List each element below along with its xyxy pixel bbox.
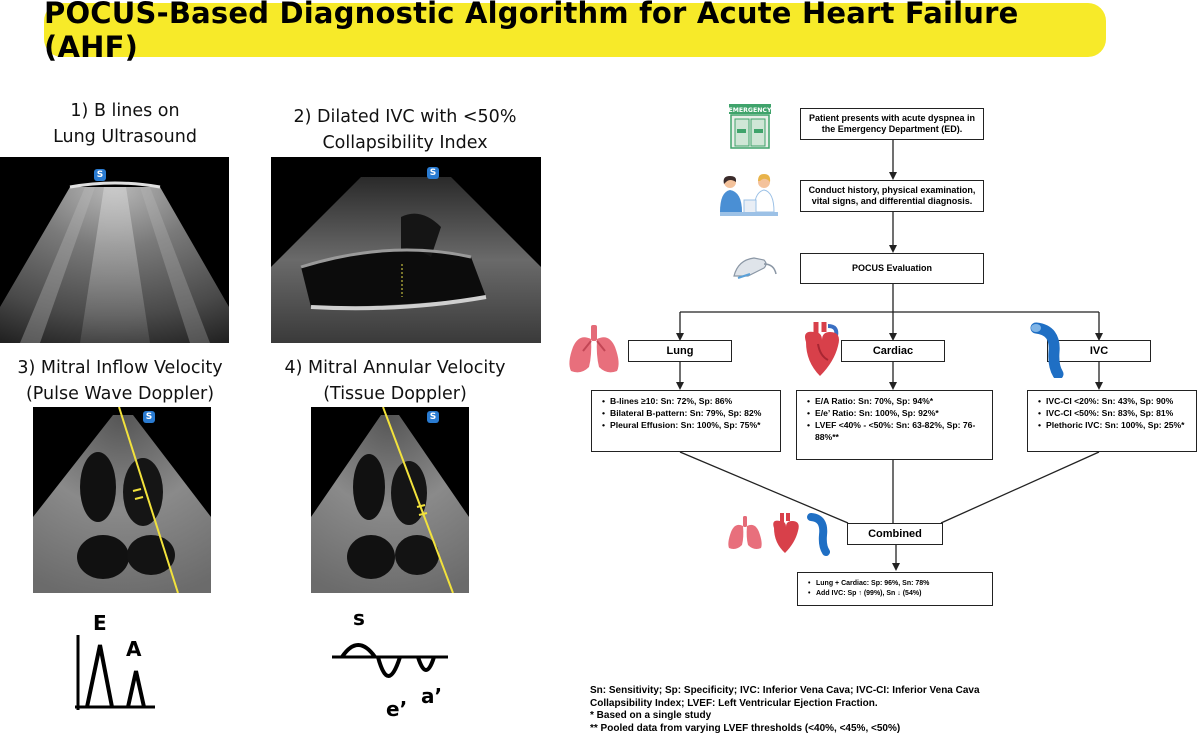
peak-a-prime-label: a’ (421, 684, 443, 708)
branch-lung: Lung (628, 340, 732, 362)
tissue-doppler-waveform (330, 625, 450, 695)
combined-evidence-box: Lung + Cardiac: Sp: 96%, Sn: 78% Add IVC… (797, 572, 993, 606)
combined-heart-icon (770, 512, 802, 554)
abbreviations-note: Sn: Sensitivity; Sp: Specificity; IVC: I… (590, 685, 980, 709)
title-banner: POCUS-Based Diagnostic Algorithm for Acu… (44, 0, 1106, 64)
mitral-inflow-echo-image: S (33, 407, 211, 593)
heart-icon (800, 320, 842, 378)
emergency-sign-text: EMERGENCY (729, 107, 772, 114)
mitral-inflow-waveform (70, 625, 155, 715)
emergency-door-icon: EMERGENCY (728, 103, 772, 149)
branch-ivc: IVC (1047, 340, 1151, 362)
page-title: POCUS-Based Diagnostic Algorithm for Acu… (44, 0, 1019, 64)
probe-logo-icon: S (427, 411, 439, 423)
combined-evidence-item: Lung + Cardiac: Sp: 96%, Sn: 78% (808, 579, 986, 589)
peak-e-prime-label: e’ (386, 697, 408, 721)
panel-label-line: 2) Dilated IVC with <50% (293, 107, 517, 127)
combined-ivc-icon (806, 512, 832, 556)
lung-evidence-item: B-lines ≥10: Sn: 72%, Sp: 86% (602, 395, 774, 407)
probe-logo-icon: S (427, 167, 439, 179)
lung-evidence-item: Pleural Effusion: Sn: 100%, Sp: 75%* (602, 419, 774, 431)
combined-box: Combined (847, 523, 943, 545)
peak-s-label: s (353, 606, 365, 630)
step-history-exam: Conduct history, physical examination, v… (800, 180, 984, 212)
lung-evidence-item: Bilateral B-pattern: Sn: 79%, Sp: 82% (602, 407, 774, 419)
ivc-evidence-item: Plethoric IVC: Sn: 100%, Sp: 25%* (1038, 419, 1190, 431)
ivc-ultrasound-image: S (271, 157, 541, 343)
probe-logo-icon: S (94, 169, 106, 181)
combined-evidence-item: Add IVC: Sp ↑ (99%), Sn ↓ (54%) (808, 589, 986, 599)
panel-label-tissue-doppler: 4) Mitral Annular Velocity (Tissue Doppl… (265, 355, 525, 407)
panel-label-mitral-inflow: 3) Mitral Inflow Velocity (Pulse Wave Do… (0, 355, 240, 407)
ivc-vessel-icon (1028, 322, 1066, 380)
cardiac-evidence-box: E/A Ratio: Sn: 70%, Sp: 94%* E/e’ Ratio:… (796, 390, 993, 460)
pooled-data-note: ** Pooled data from varying LVEF thresho… (590, 722, 901, 734)
cardiac-evidence-item: E/e’ Ratio: Sn: 100%, Sp: 92%* (807, 407, 986, 419)
tissue-doppler-echo-image: S (311, 407, 469, 593)
lungs-icon (565, 323, 623, 375)
combined-lungs-icon (725, 515, 765, 551)
panel-label-line: (Pulse Wave Doppler) (25, 384, 215, 404)
footnotes: Sn: Sensitivity; Sp: Specificity; IVC: I… (590, 685, 1020, 735)
cardiac-evidence-item: E/A Ratio: Sn: 70%, Sp: 94%* (807, 395, 986, 407)
panel-label-ivc: 2) Dilated IVC with <50% Collapsibility … (270, 104, 540, 156)
peak-a-label: A (126, 637, 142, 661)
peak-e-label: E (93, 611, 107, 635)
lung-evidence-box: B-lines ≥10: Sn: 72%, Sp: 86% Bilateral … (591, 390, 781, 452)
panel-label-lung-ultrasound: 1) B lines on Lung Ultrasound (20, 98, 230, 150)
step-patient-presents: Patient presents with acute dyspnea in t… (800, 108, 984, 140)
branch-cardiac: Cardiac (841, 340, 945, 362)
ivc-evidence-item: IVC-CI <20%: Sn: 43%, Sp: 90% (1038, 395, 1190, 407)
panel-label-line: 1) B lines on (70, 101, 180, 121)
ultrasound-probe-icon (728, 250, 780, 286)
panel-label-line: Collapsibility Index (322, 133, 488, 153)
doctor-consultation-icon (716, 172, 782, 220)
lung-ultrasound-image: S (0, 157, 229, 343)
panel-label-line: 3) Mitral Inflow Velocity (17, 358, 223, 378)
ivc-evidence-item: IVC-CI <50%: Sn: 83%, Sp: 81% (1038, 407, 1190, 419)
panel-label-line: (Tissue Doppler) (323, 384, 467, 404)
cardiac-evidence-item: LVEF <40% - <50%: Sn: 63-82%, Sp: 76-88%… (807, 419, 986, 443)
panel-label-line: 4) Mitral Annular Velocity (284, 358, 506, 378)
step-pocus-evaluation: POCUS Evaluation (800, 253, 984, 284)
panel-label-line: Lung Ultrasound (53, 127, 197, 147)
probe-logo-icon: S (143, 411, 155, 423)
single-study-note: * Based on a single study (590, 710, 712, 721)
ivc-evidence-box: IVC-CI <20%: Sn: 43%, Sp: 90% IVC-CI <50… (1027, 390, 1197, 452)
